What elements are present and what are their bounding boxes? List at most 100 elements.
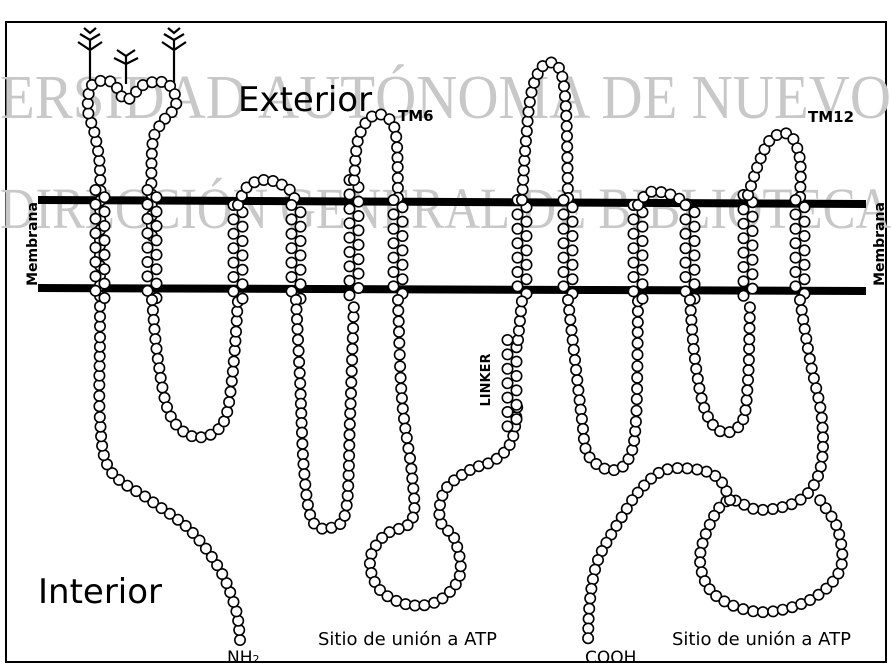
bead-icl4: [693, 374, 703, 384]
protein-chain: [83, 57, 848, 645]
bead-nbd2-loop: [815, 402, 825, 412]
bead-ecl4: [519, 165, 529, 175]
bead-ecl4: [517, 184, 527, 194]
bead-icl1: [157, 382, 167, 392]
bead-icl2: [345, 399, 355, 409]
bead-icl2: [344, 460, 354, 470]
bead-icl3: [571, 365, 581, 375]
bead-nbd1: [394, 338, 404, 348]
bead-ecl1: [170, 89, 180, 99]
bead-icl3: [573, 385, 583, 395]
bead-ecl4: [562, 121, 572, 131]
bead-icl2: [292, 314, 302, 324]
bead-nbd1: [406, 464, 416, 474]
bead-tm5: [344, 276, 354, 286]
bead-tm8: [567, 245, 577, 255]
bead-n-terminal: [95, 412, 105, 422]
bead-icl2: [347, 344, 357, 354]
bead-tm3: [228, 229, 238, 239]
bead-icl2: [293, 346, 303, 356]
bead-ecl3: [393, 183, 403, 193]
bead-tm9: [628, 272, 638, 282]
bead-icl3: [577, 414, 587, 424]
bead-tm9: [637, 293, 647, 303]
bead-tm7: [512, 209, 522, 219]
bead-tm10: [680, 257, 690, 267]
bead-linker: [502, 421, 512, 431]
bead-ecl1: [147, 139, 157, 149]
bead-ecl4: [562, 163, 572, 173]
bead-nbd2-loop: [748, 606, 758, 616]
bead-tm5: [353, 283, 363, 293]
bead-ecl1: [146, 168, 156, 178]
membrane-label-right: Membrana: [872, 202, 888, 286]
bead-tm1: [90, 271, 100, 281]
bead-icl4: [691, 364, 701, 374]
bead-linker: [502, 392, 512, 402]
cooh-label: COOH: [585, 648, 636, 668]
bead-tm3: [237, 236, 247, 246]
bead-tm4: [286, 243, 296, 253]
bead-icl4: [744, 334, 754, 344]
bead-nbd1: [399, 414, 409, 424]
bead-ecl1: [94, 155, 104, 165]
bead-tm3: [228, 286, 238, 296]
bead-nbd1: [419, 600, 429, 610]
bead-nbd2-loop: [797, 305, 807, 315]
bead-tm12: [790, 209, 800, 219]
bead-icl2: [298, 459, 308, 469]
bead-ecl1: [95, 175, 105, 185]
bead-nbd2-loop: [768, 606, 778, 616]
bead-nbd1: [395, 373, 405, 383]
bead-icl3: [565, 315, 575, 325]
bead-nbd2-loop: [818, 442, 828, 452]
bead-nbd1: [365, 558, 375, 568]
bead-tm6: [397, 260, 407, 270]
bead-tm2: [151, 278, 161, 288]
bead-icl2: [297, 427, 307, 437]
bead-ecl4: [562, 142, 572, 152]
bead-tm3: [228, 214, 238, 224]
bead-tm11: [738, 291, 748, 301]
bead-tm11: [738, 262, 748, 272]
atp-site-label-1: Sitio de unión a ATP: [318, 629, 497, 650]
bead-ecl3: [349, 175, 359, 185]
bead-nbd1: [402, 433, 412, 443]
bead-icl1: [227, 376, 237, 386]
bead-icl4: [743, 375, 753, 385]
bead-nbd2-loop: [813, 393, 823, 403]
bead-n-terminal: [94, 361, 104, 371]
bead-nbd2-loop: [803, 343, 813, 353]
bead-tm2: [151, 221, 161, 231]
bead-tm8: [558, 281, 568, 291]
bead-tm7: [521, 245, 531, 255]
interior-label: Interior: [38, 572, 162, 612]
bead-nbd1: [454, 551, 464, 561]
bead-tm5: [344, 204, 354, 214]
bead-tm10: [680, 200, 690, 210]
bead-tm6: [397, 274, 407, 284]
bead-icl3: [572, 375, 582, 385]
bead-icl3: [579, 434, 589, 444]
bead-tm4: [286, 200, 296, 210]
bead-nbd2-loop: [817, 423, 827, 433]
bead-icl4: [741, 395, 751, 405]
bead-icl1: [151, 344, 161, 354]
bead-linker: [502, 407, 512, 417]
bead-tm6: [388, 267, 398, 277]
bead-ecl4: [525, 97, 535, 107]
bead-icl2: [295, 378, 305, 388]
bead-tm11: [747, 283, 757, 293]
bead-tm10: [689, 279, 699, 289]
bead-tm10: [689, 207, 699, 217]
bead-nbd1: [408, 483, 418, 493]
bead-icl2: [297, 439, 307, 449]
bead-icl1: [229, 356, 239, 366]
bead-icl1: [225, 387, 235, 397]
bead-nbd2-loop: [738, 604, 748, 614]
bead-icl2: [345, 419, 355, 429]
bead-tm9: [637, 250, 647, 260]
bead-tm8: [558, 252, 568, 262]
bead-tm6: [388, 195, 398, 205]
bead-icl3: [578, 424, 588, 434]
